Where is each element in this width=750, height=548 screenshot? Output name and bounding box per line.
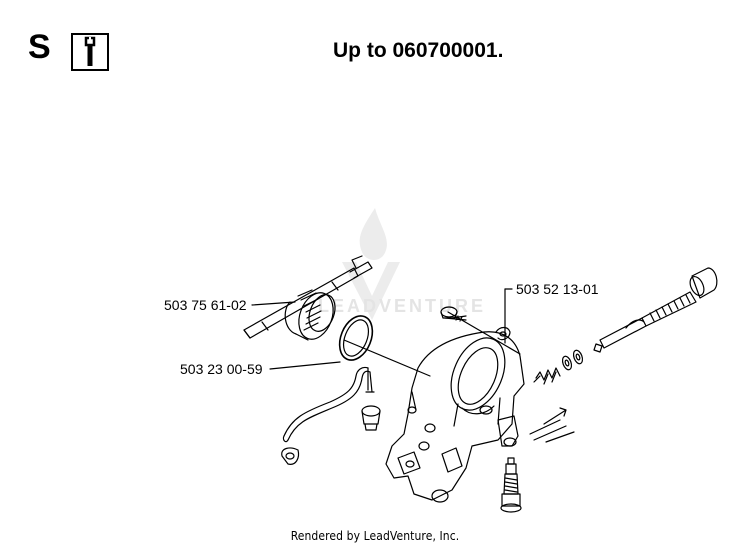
part-number-label[interactable]: 503 75 61-02 [164,297,247,313]
worm-gear-part [243,255,373,341]
wrench-icon [84,36,96,66]
pump-housing-part [385,326,525,503]
oil-tube-part [282,366,375,443]
pump-plunger-part [593,267,718,353]
section-letter: S [28,28,51,66]
screw-part [440,306,467,322]
grommet-part [281,447,300,465]
seal-ring-part [338,315,374,361]
leader-lines [251,288,521,377]
part-number-label[interactable]: 503 52 13-01 [516,281,599,297]
tool-badge [71,33,109,71]
part-number-label[interactable]: 503 23 00-59 [180,361,263,377]
footer-credit: Rendered by LeadVenture, Inc. [290,529,460,543]
page-title: Up to 060700001. [333,39,504,62]
direction-arrow [529,407,575,443]
spring-washer-part [533,349,584,385]
valve-screw-part [500,457,522,513]
fitting-part [361,405,381,431]
